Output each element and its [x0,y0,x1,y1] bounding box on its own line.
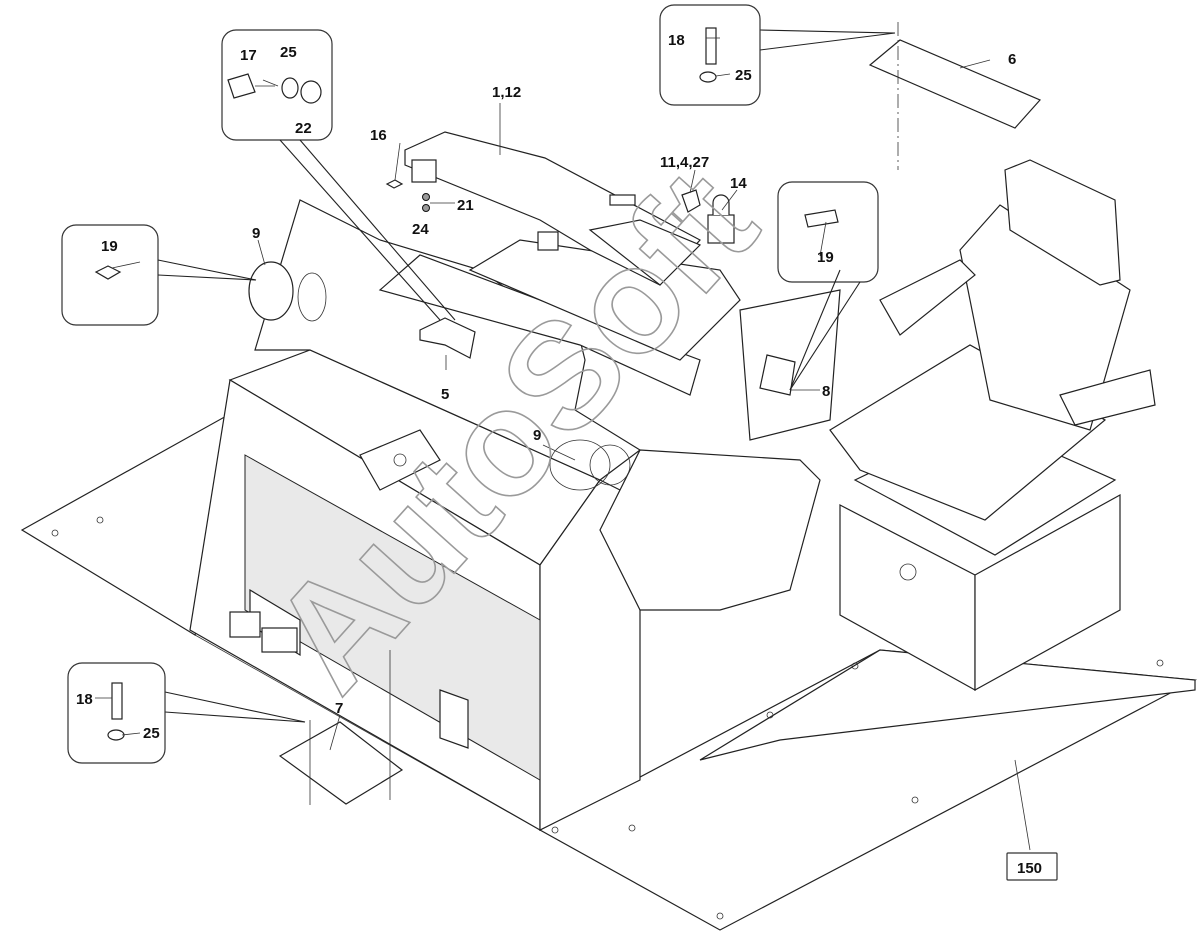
label-padlock-14: 14 [730,175,747,192]
label-washer-24: 24 [412,221,429,238]
label-cover-9-left: 9 [252,225,260,242]
leader-lines [95,37,1031,851]
plate-6-part [759,22,1042,170]
operator-seat [739,159,1156,692]
label-bolt-18-top: 18 [668,32,685,49]
hardware-parts [248,179,820,491]
label-cover-9-center: 9 [533,427,541,444]
callout-box-top-left [221,29,456,321]
seat-base-label-box [1006,852,1058,881]
label-plate-7: 7 [335,700,343,717]
label-washer-25-bottom: 25 [143,725,160,742]
label-hinge-5: 5 [441,386,449,403]
label-seat-base-150: 150 [1017,860,1042,877]
floor-plate [20,398,1198,931]
label-nut-22: 22 [295,120,312,137]
label-screw-16: 16 [370,127,387,144]
label-washer-25-top: 25 [735,67,752,84]
callout-box-left [61,224,257,326]
label-cover-top: 1,12 [492,84,521,101]
label-screw-19-left: 19 [101,238,118,255]
callout-box-top-right [659,4,761,106]
label-bolt-17: 17 [240,47,257,64]
label-cover-8: 8 [822,383,830,400]
cover-top-part [404,103,702,286]
callout-box-right [777,181,879,391]
label-screw-19-right: 19 [817,249,834,266]
label-washer-21: 21 [457,197,474,214]
label-lock-plate: 11,4,27 [660,154,709,171]
callout-box-bottom-left [67,662,166,764]
label-plate-6: 6 [1008,51,1016,68]
left-console [189,349,641,832]
part-labels: 1,12 17 25 22 16 21 24 11,4,27 14 19 9 9… [76,32,1058,881]
plate-7-part [164,650,404,805]
label-bolt-18-bottom: 18 [76,691,93,708]
label-washer-25-a: 25 [280,44,297,61]
